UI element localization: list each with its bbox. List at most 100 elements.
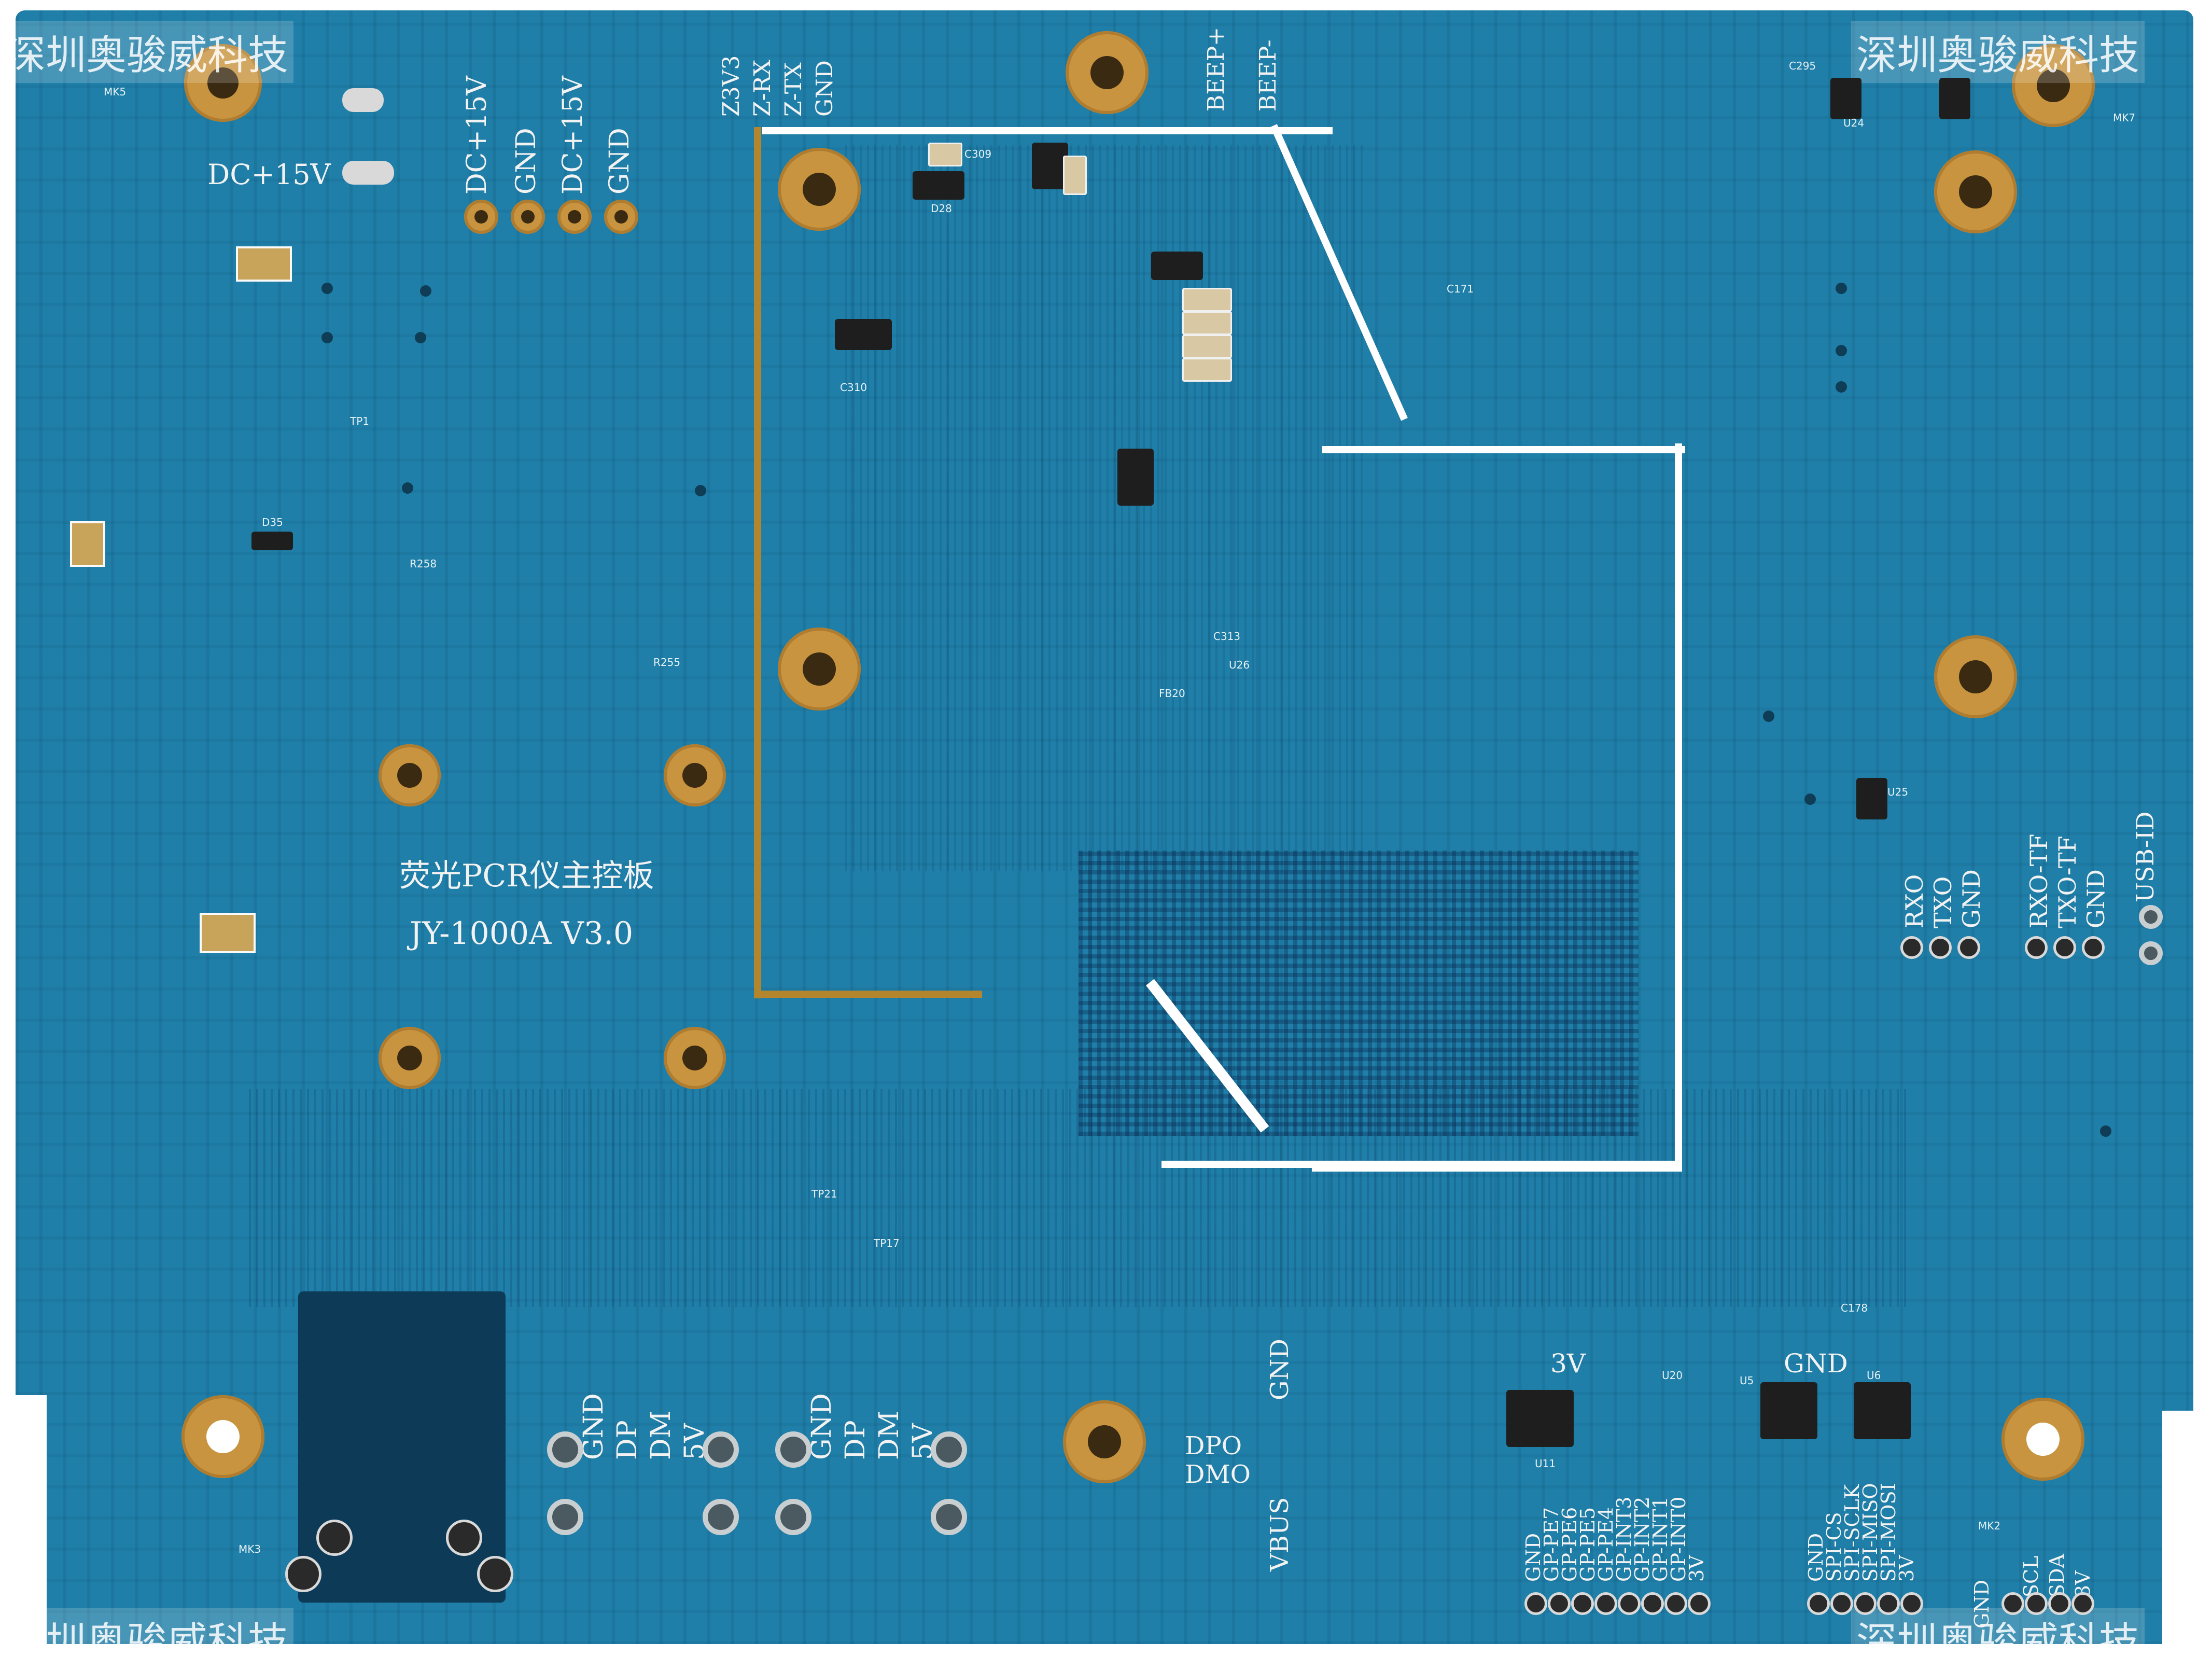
uart-right-label: GND [2082, 869, 2110, 928]
rail-gnd-label: GND [1784, 1348, 1848, 1379]
designator: MK5 [104, 86, 127, 98]
otg-gnd-label: GND [1265, 1339, 1294, 1400]
mounting-hole [379, 744, 441, 806]
header-pin [1877, 1592, 1900, 1615]
uart-right-label: TXO-TF [2053, 836, 2081, 928]
pcb-board [0, 10, 2209, 1644]
ic-chip [1760, 1382, 1817, 1439]
uart-pin [1957, 936, 1980, 959]
board-title: 荧光PCR仪主控板 [399, 858, 654, 894]
capacitor [1063, 156, 1087, 195]
ic-chip [1854, 1382, 1911, 1439]
designator: C310 [840, 381, 867, 394]
mounting-hole [778, 148, 861, 231]
designator: U11 [1535, 1457, 1556, 1470]
mounting-hole [1934, 635, 2017, 718]
designator: TP17 [874, 1237, 900, 1249]
shield-outline-main [762, 127, 1333, 990]
designator: U6 [1867, 1369, 1881, 1382]
header-pin [1548, 1592, 1571, 1615]
designator: U20 [1662, 1369, 1683, 1382]
designator: U26 [1229, 659, 1250, 671]
test-pad [200, 913, 256, 953]
i2c-label: SCL [2020, 1555, 2042, 1597]
ic-chip [1830, 78, 1861, 119]
ic-chip [835, 319, 892, 350]
rj45-mount-pin [285, 1556, 321, 1592]
via [321, 332, 333, 343]
designator: C178 [1841, 1302, 1868, 1314]
spi-label: 3V [1895, 1555, 1918, 1582]
power-pin-label: DC+15V [557, 76, 589, 194]
mounting-hole [1066, 31, 1149, 114]
designator: C309 [964, 148, 992, 160]
mounting-hole [379, 1027, 441, 1089]
uart-left-label: RXO [1900, 874, 1928, 928]
header-pin [2001, 1592, 2024, 1615]
mounting-hole [2001, 1398, 2084, 1481]
usb-mid-label: DM [874, 1411, 905, 1460]
power-pin-label: DC+15V [461, 76, 493, 194]
capacitor [928, 143, 962, 166]
capacitor [1182, 311, 1232, 335]
mounting-hole [664, 744, 726, 806]
header-pin [1854, 1592, 1877, 1615]
designator: R255 [653, 656, 681, 669]
gpio-label: 3V [1685, 1555, 1708, 1582]
usb-mid-shield [931, 1431, 967, 1468]
otg-vbus-label: VBUS [1265, 1497, 1294, 1571]
usb-mid-shield [775, 1431, 811, 1468]
header-pin [1524, 1592, 1547, 1615]
ic-chip [1151, 252, 1203, 280]
designator: C171 [1447, 283, 1474, 295]
board-notch-right [2162, 1411, 2209, 1644]
designator: MK7 [2113, 112, 2136, 124]
top-header-label: Z3V3 [718, 55, 745, 117]
usb-left-shield [703, 1431, 739, 1468]
usb-id-pad [2139, 905, 2163, 929]
power-pin-pad [464, 200, 498, 234]
header-pin [1807, 1592, 1830, 1615]
capacitor [1182, 335, 1232, 358]
usb-left-shield [703, 1499, 739, 1535]
power-pin-label: GND [604, 128, 635, 194]
uart-pin [2053, 936, 2076, 959]
designator: U5 [1740, 1374, 1754, 1387]
via [2100, 1125, 2111, 1137]
gold-edge-left [754, 127, 761, 998]
usb-left-shield [547, 1499, 583, 1535]
designator: R258 [410, 558, 437, 570]
usb-mid-shield [931, 1499, 967, 1535]
usb-left-shield [547, 1431, 583, 1468]
header-pin [1664, 1592, 1687, 1615]
rail-3v-label: 3V [1550, 1348, 1586, 1379]
watermark-bottom-right: 深圳奥骏威科技 [1851, 1608, 2145, 1670]
shield-outline-bottom [1161, 1161, 1680, 1168]
usb-mid-shield [775, 1499, 811, 1535]
top-header-label: Z-TX [780, 62, 807, 117]
bga-region [1079, 851, 1639, 1136]
uart-left-label: GND [1957, 869, 1985, 928]
ic-chip [1939, 78, 1970, 119]
designator: MK3 [239, 1543, 261, 1555]
header-pin [2025, 1592, 2048, 1615]
designator: C295 [1789, 60, 1816, 72]
designator: FB20 [1159, 687, 1185, 700]
designator: MK2 [1978, 1520, 2001, 1532]
via [402, 482, 413, 494]
power-diode [342, 88, 384, 112]
designator: TP21 [811, 1188, 837, 1200]
header-pin [1618, 1592, 1641, 1615]
capacitor [1182, 288, 1232, 312]
uart-right-label: RXO-TF [2025, 833, 2053, 928]
i2c-label: GND [1970, 1579, 1993, 1629]
via [321, 283, 333, 294]
header-pin [1571, 1592, 1594, 1615]
ic-chip [1117, 449, 1154, 506]
via [1804, 794, 1816, 805]
header-pin [2048, 1592, 2071, 1615]
via [695, 485, 706, 496]
top-header-label: Z-RX [749, 60, 776, 117]
header-pin [1688, 1592, 1711, 1615]
header-pin [1830, 1592, 1853, 1615]
